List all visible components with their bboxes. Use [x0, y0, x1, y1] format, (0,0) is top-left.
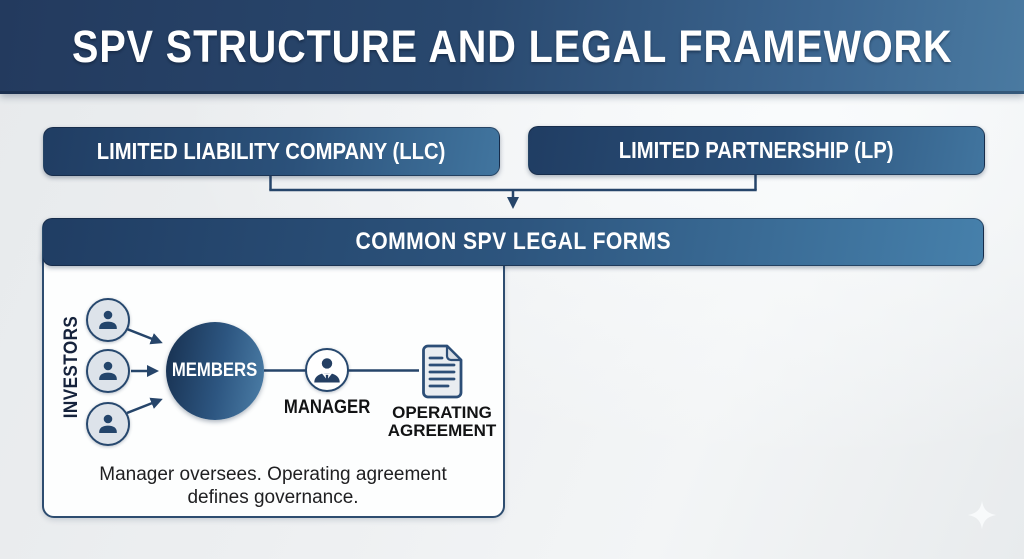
- page-title: SPV STRUCTURE AND LEGAL FRAMEWORK: [12, 21, 1013, 73]
- investor-avatar-2: [86, 349, 130, 393]
- members-label: MEMBERS: [172, 360, 258, 381]
- common-forms-bar: COMMON SPV LEGAL FORMS: [42, 218, 984, 266]
- lp-box-label: LIMITED PARTNERSHIP (LP): [619, 137, 894, 163]
- manager-label: MANAGER: [257, 397, 397, 419]
- header-banner: SPV STRUCTURE AND LEGAL FRAMEWORK: [0, 0, 1024, 94]
- llc-box: LIMITED LIABILITY COMPANY (LLC): [43, 127, 500, 176]
- page-title-text: SPV STRUCTURE AND LEGAL FRAMEWORK: [71, 21, 953, 72]
- business-person-icon: [314, 358, 340, 383]
- manager-label-text: MANAGER: [283, 397, 371, 418]
- common-forms-label: COMMON SPV LEGAL FORMS: [355, 228, 671, 255]
- investor-avatar-3: [86, 402, 130, 446]
- lp-box: LIMITED PARTNERSHIP (LP): [528, 126, 985, 175]
- operating-agreement-label: OPERATING AGREEMENT: [387, 403, 497, 440]
- investors-label: INVESTORS: [61, 315, 82, 419]
- person-icon: [99, 310, 117, 329]
- operating-agreement-icon: [420, 343, 464, 405]
- governance-caption: Manager oversees. Operating agreement de…: [99, 464, 447, 508]
- investor-avatar-1: [86, 298, 130, 342]
- manager-avatar: [305, 348, 349, 392]
- sparkle-icon: [966, 499, 998, 536]
- person-icon: [99, 361, 117, 380]
- members-circle: MEMBERS: [166, 322, 264, 420]
- llc-box-label: LIMITED LIABILITY COMPANY (LLC): [97, 138, 446, 164]
- person-icon: [99, 414, 117, 433]
- document-icon: [422, 344, 463, 399]
